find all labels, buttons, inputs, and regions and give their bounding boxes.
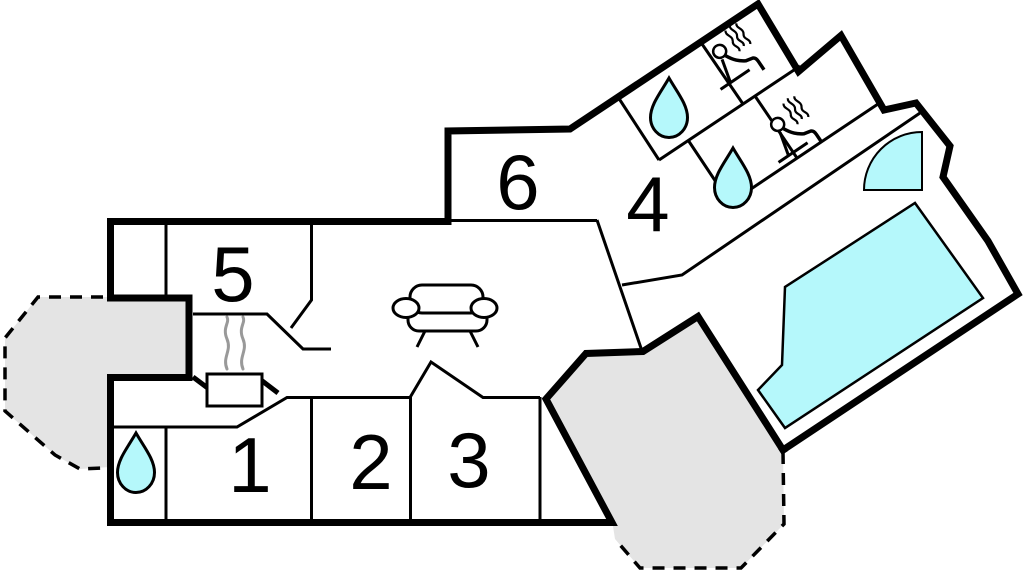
room-labels: 1 2 3 4 5 6 (211, 138, 669, 509)
sauna-block-wall-3 (699, 41, 745, 105)
exterior-wall-north-wing (444, 0, 1023, 455)
sauna-block-wall-1 (616, 96, 661, 161)
bedroom-row-top-wall-left (110, 396, 311, 429)
water-drop-icon (649, 76, 689, 139)
room-label-5: 5 (211, 230, 254, 318)
room-label-2: 2 (349, 418, 392, 506)
fireplace-icon (191, 372, 280, 408)
room-label-1: 1 (228, 421, 271, 509)
smoke-icon (223, 315, 246, 371)
terrace-south-dashed-edge (613, 451, 786, 570)
room5-bottom-wall (193, 312, 331, 351)
sofa-icon (391, 283, 499, 348)
sauna-block-wall-5 (729, 100, 882, 205)
room-label-4: 4 (626, 160, 669, 248)
pool-hall-inner-wall (621, 111, 921, 287)
room4-west-wall (595, 219, 644, 352)
terrace-west (5, 297, 191, 469)
bedroom-row-top-wall-right (311, 359, 540, 399)
room-label-3: 3 (447, 416, 490, 504)
furniture (116, 19, 828, 494)
room5-right-wall (289, 220, 313, 329)
water-drop-icon (713, 146, 753, 209)
exterior-walls (107, 0, 1023, 526)
swimming-pool (756, 201, 985, 430)
water-drop-icon (116, 431, 156, 494)
terrace-west-dashed-edge (3, 295, 105, 471)
exterior-wall-west-south (107, 218, 788, 526)
door-swing-icon (862, 130, 923, 191)
room-label-6: 6 (496, 138, 539, 226)
sauna-block-wall-2 (658, 64, 801, 162)
